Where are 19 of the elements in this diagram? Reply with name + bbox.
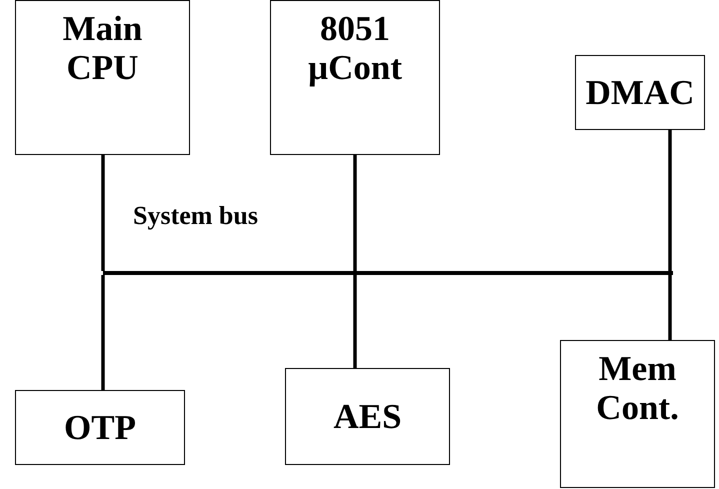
connector-line	[353, 275, 357, 368]
component-box	[15, 0, 190, 155]
component-label: OTP	[64, 408, 136, 448]
connector-line	[353, 155, 357, 271]
component-label: Mem Cont.	[595, 349, 680, 428]
component-box	[560, 340, 715, 488]
connector-line	[668, 275, 672, 340]
component-label: 8051 µCont	[306, 9, 404, 88]
connector-line	[101, 275, 105, 390]
bus-label: System bus	[133, 201, 258, 231]
component-label: DMAC	[586, 72, 694, 112]
component-box	[15, 390, 185, 465]
connector-line	[101, 155, 105, 271]
component-box	[270, 0, 440, 155]
component-box	[575, 55, 705, 130]
component-label: AES	[333, 396, 402, 436]
component-label: Main CPU	[62, 9, 144, 88]
component-box	[285, 368, 450, 465]
connector-line	[668, 130, 672, 271]
